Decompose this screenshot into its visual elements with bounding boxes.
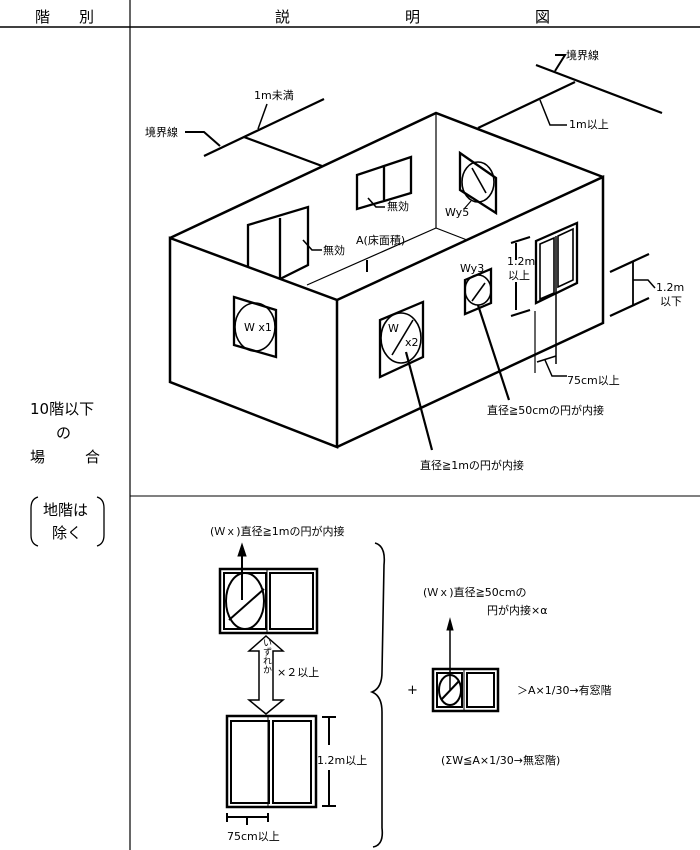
label-lower-width-min: 75cm以上 — [227, 830, 280, 843]
label-result-windowed: ＞A×1/30→有窓階 — [517, 684, 612, 697]
header-col1-char2: 別 — [79, 8, 95, 26]
floor-condition-case-b: 合 — [85, 448, 101, 466]
label-w-x1: W x1 — [244, 321, 272, 334]
basement-note-line1: 地階は — [43, 501, 89, 519]
lower-window-small — [431, 617, 500, 713]
label-invalid-left: 無効 — [323, 244, 345, 257]
interior-lines — [306, 113, 468, 286]
label-wy3: Wy3 — [460, 262, 485, 275]
floor-condition-case-a: 場 — [30, 448, 46, 466]
label-invalid-top: 無効 — [387, 200, 409, 213]
basement-note-line2: 除く — [52, 524, 83, 542]
label-sill-max-1: 1.2m — [656, 281, 685, 294]
label-circle-50cm: 直径≧50cmの円が内接 — [487, 404, 604, 417]
label-x2: x2 — [405, 336, 419, 349]
label-boundary-left: 境界線 — [145, 126, 178, 139]
window-wy5 — [458, 150, 498, 216]
label-at-least-1m: 1m以上 — [569, 118, 609, 131]
window-wx1 — [232, 295, 278, 359]
window-invalid-left — [246, 205, 322, 281]
header-col2-char1: 説 — [275, 8, 291, 26]
right-boundary — [477, 54, 663, 129]
header-col1-char1: 階 — [35, 8, 51, 26]
label-plus: + — [407, 683, 418, 698]
curly-brace — [369, 542, 386, 848]
note-brackets — [30, 496, 105, 547]
lower-dimension-height — [322, 716, 336, 807]
label-wx-50cm-1: (Ｗｘ)直径≧50cmの — [423, 586, 527, 599]
left-boundary — [185, 98, 325, 168]
header-col2-char2: 明 — [405, 8, 421, 26]
dimension-sill — [609, 253, 656, 317]
label-height-min-1: 1.2m — [507, 255, 536, 268]
label-lower-height-min: 1.2m以上 — [317, 754, 368, 767]
label-wx-1m: (Ｗｘ)直径≧1mの円が内接 — [210, 525, 345, 538]
label-height-min-2: 以上 — [508, 269, 530, 282]
window-tall-double — [534, 221, 579, 373]
floor-condition: 10階以下 — [30, 400, 95, 418]
label-either: いずれか — [261, 638, 271, 674]
header-col2-char3: 図 — [535, 8, 551, 26]
label-boundary-right: 境界線 — [566, 49, 599, 62]
window-wx2 — [378, 300, 434, 451]
lower-dimension-width — [226, 813, 269, 825]
label-floor-area: A(床面積) — [356, 234, 406, 247]
label-wx-50cm-2: 円が内接×α — [487, 604, 548, 617]
label-less-than-1m: 1m未満 — [254, 89, 294, 102]
label-w: W — [388, 322, 399, 335]
building-box — [168, 111, 605, 449]
either-arrow — [246, 634, 286, 715]
label-times2: ×２以上 — [277, 666, 320, 679]
lower-window-bottom — [225, 714, 318, 809]
dimension-height — [510, 236, 531, 317]
dimension-75cm — [536, 355, 567, 377]
lower-window-top — [218, 542, 319, 635]
floor-condition-particle: の — [56, 424, 72, 442]
label-width-min: 75cm以上 — [567, 374, 620, 387]
label-wy5: Wy5 — [445, 206, 470, 219]
window-wy3 — [463, 267, 511, 401]
label-circle-1m: 直径≧1mの円が内接 — [420, 459, 524, 472]
label-sill-max-2: 以下 — [660, 295, 682, 308]
label-result-windowless: (ΣW≦A×1/30→無窓階) — [441, 754, 561, 767]
window-invalid-top — [355, 155, 413, 211]
